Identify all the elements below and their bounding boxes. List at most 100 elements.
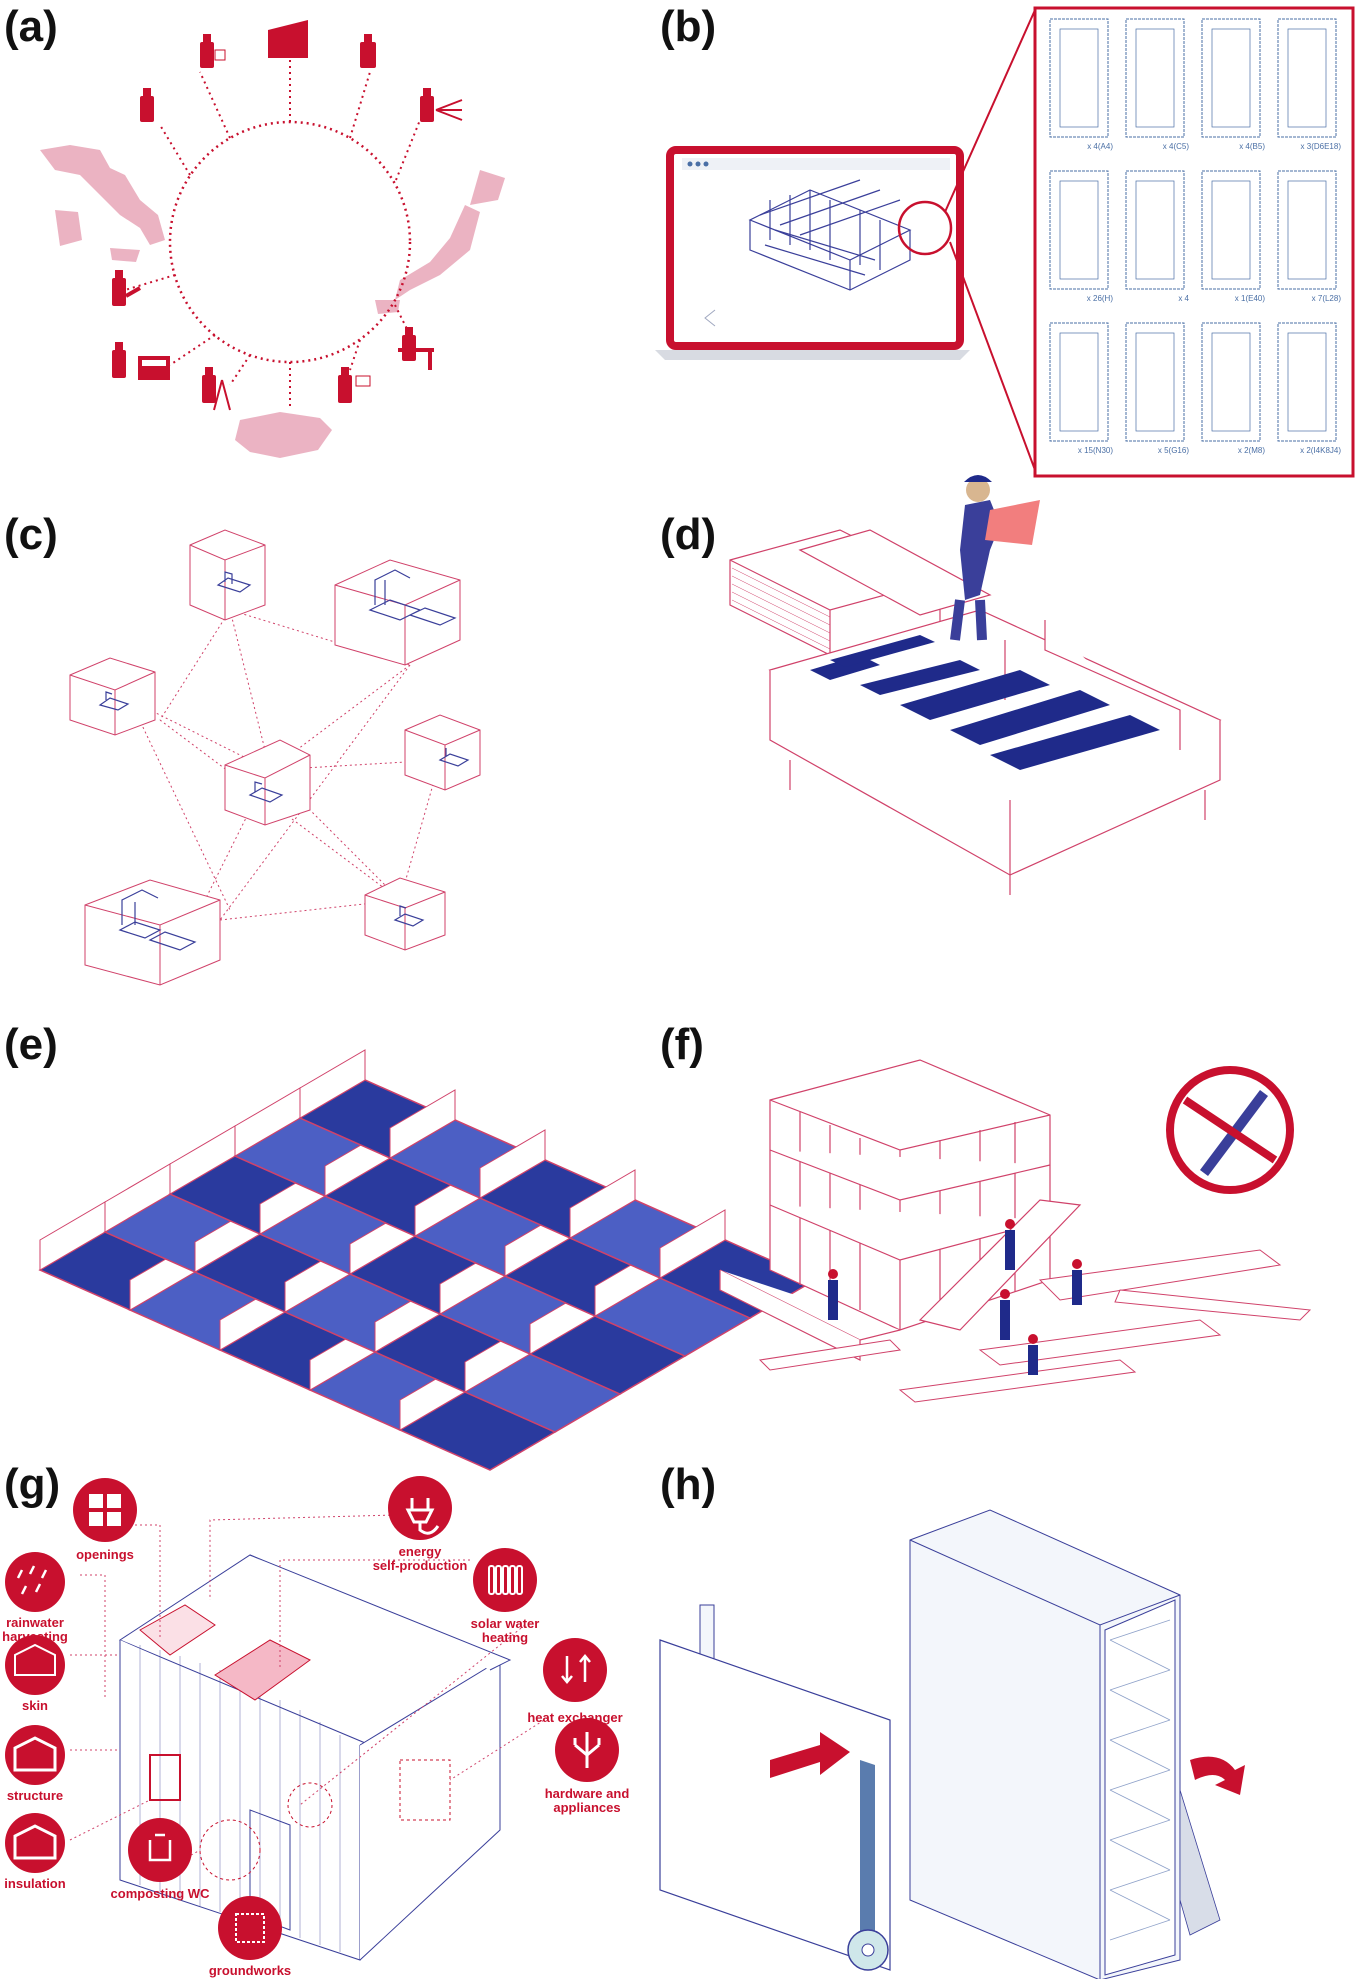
panel-f: (f) [660, 1020, 1358, 1460]
part-count-label: x 26(H) [1087, 294, 1114, 303]
parts-sheet [1033, 6, 1355, 478]
part-count-label: x 4(C5) [1163, 142, 1190, 151]
distributed-network-diagram [40, 20, 505, 458]
insulation-pattern [1109, 1619, 1171, 1941]
part-inner [1059, 28, 1099, 128]
japan-map [375, 170, 505, 314]
heating-label: heating [482, 1630, 528, 1645]
floor-grid-diagram [38, 1049, 817, 1471]
board-sheet [659, 1639, 891, 1971]
part-count-label: x 15(N30) [1078, 446, 1113, 455]
person-icon-top-left [200, 34, 226, 68]
cut-parts [810, 635, 1160, 770]
wall-panel [909, 1509, 1181, 1979]
axis-icon [704, 309, 716, 327]
openings-icon [73, 1478, 137, 1542]
part-outline [1277, 322, 1337, 442]
energy-icon [388, 1476, 452, 1540]
rib-wall [569, 1169, 636, 1239]
appliances-label: appliances [553, 1800, 620, 1815]
panel-label-f: (f) [660, 1020, 704, 1069]
panel-label-e: (e) [4, 1020, 58, 1069]
part-outline [1201, 322, 1261, 442]
rainwater-label: rainwater [6, 1615, 64, 1630]
workshop-box-6 [84, 879, 221, 986]
part-outline [1277, 170, 1337, 290]
groundworks-label: groundworks [209, 1963, 291, 1978]
panel-g: (g) [0, 1460, 660, 1979]
part-inner [1135, 28, 1175, 128]
person-desk-icon [398, 327, 434, 370]
rib-wall [659, 1209, 726, 1279]
ring-spokes [124, 60, 421, 410]
stack-lines [731, 567, 831, 650]
part-inner [1211, 180, 1251, 280]
part-outline [1201, 170, 1261, 290]
parts-grid: x 4(A4)x 4(C5)x 4(B5)x 3(D6E18)x 26(H)x … [1049, 18, 1342, 455]
panel-label-a: (a) [4, 2, 58, 51]
workshop-box-1 [189, 529, 266, 621]
person-wrench-icon [112, 270, 141, 306]
part-inner [1287, 180, 1327, 280]
roof-panels [139, 1604, 451, 1931]
workshop-boxes [69, 529, 481, 986]
part-outline [1049, 322, 1109, 442]
flat-parts [758, 1249, 1312, 1403]
panel-d: (d) [660, 475, 1358, 1000]
person-machine-icon [112, 342, 170, 380]
panel-c: (c) [0, 510, 660, 1000]
panel-label-c: (c) [4, 510, 58, 559]
terminal-icon-top [268, 20, 308, 58]
panel-e: (e) [0, 1020, 817, 1471]
composting-wc-label: composting WC [111, 1886, 211, 1901]
siding-lines [139, 1645, 341, 1952]
cnc-router [768, 609, 1222, 895]
arrow-in-icon [770, 1732, 850, 1778]
panel-h: (h) [659, 1460, 1358, 1979]
cnc-machines [98, 569, 470, 951]
part-inner [1059, 332, 1099, 432]
part-inner [1059, 180, 1099, 280]
harvesting-label: harvesting [2, 1629, 68, 1644]
part-outline [1201, 18, 1261, 138]
person-icon-top-right [360, 34, 376, 68]
wall-layers-diagram [659, 1509, 1245, 1979]
fabrication-network-diagram [69, 529, 481, 986]
part-inner [1287, 332, 1327, 432]
plywood-stack [729, 529, 992, 656]
part-outline [1125, 322, 1185, 442]
panel-label-d: (d) [660, 510, 717, 559]
rib-wall [299, 1049, 366, 1119]
skin-label: skin [22, 1698, 48, 1713]
workshop-box-3 [69, 657, 156, 736]
callout-lines [69, 1514, 553, 1931]
part-inner [1135, 180, 1175, 280]
rib-wall [479, 1129, 546, 1199]
house-systems-diagram: openings energy self-production rainwate… [2, 1476, 629, 1978]
part-inner [1135, 332, 1175, 432]
zoom-circle [897, 200, 953, 256]
insulation-label: insulation [4, 1876, 65, 1891]
maker-icons [112, 20, 463, 411]
part-count-label: x 4(B5) [1239, 142, 1265, 151]
frame-structure [719, 1059, 1082, 1361]
part-outline [1049, 18, 1109, 138]
panel-a: (a) [0, 0, 660, 490]
heat-exchanger-icon [543, 1638, 607, 1702]
part-outline [1125, 170, 1185, 290]
part-count-label: x 2(M8) [1238, 446, 1265, 455]
part-count-label: x 7(L28) [1312, 294, 1342, 303]
rainwater-icon [5, 1552, 65, 1612]
openings-label: openings [76, 1547, 134, 1562]
person-share-icon [420, 88, 463, 122]
solar-water-label: solar water [471, 1616, 540, 1631]
laptop [655, 146, 970, 360]
panel-label-b: (b) [660, 2, 717, 51]
worker-figures [828, 1219, 1082, 1375]
part-count-label: x 4 [1178, 294, 1189, 303]
part-count-label: x 3(D6E18) [1301, 142, 1342, 151]
icon-glyphs [13, 1494, 601, 1943]
panel-label-h: (h) [660, 1460, 717, 1509]
part-outline [1277, 18, 1337, 138]
assembly-diagram [719, 1059, 1312, 1403]
